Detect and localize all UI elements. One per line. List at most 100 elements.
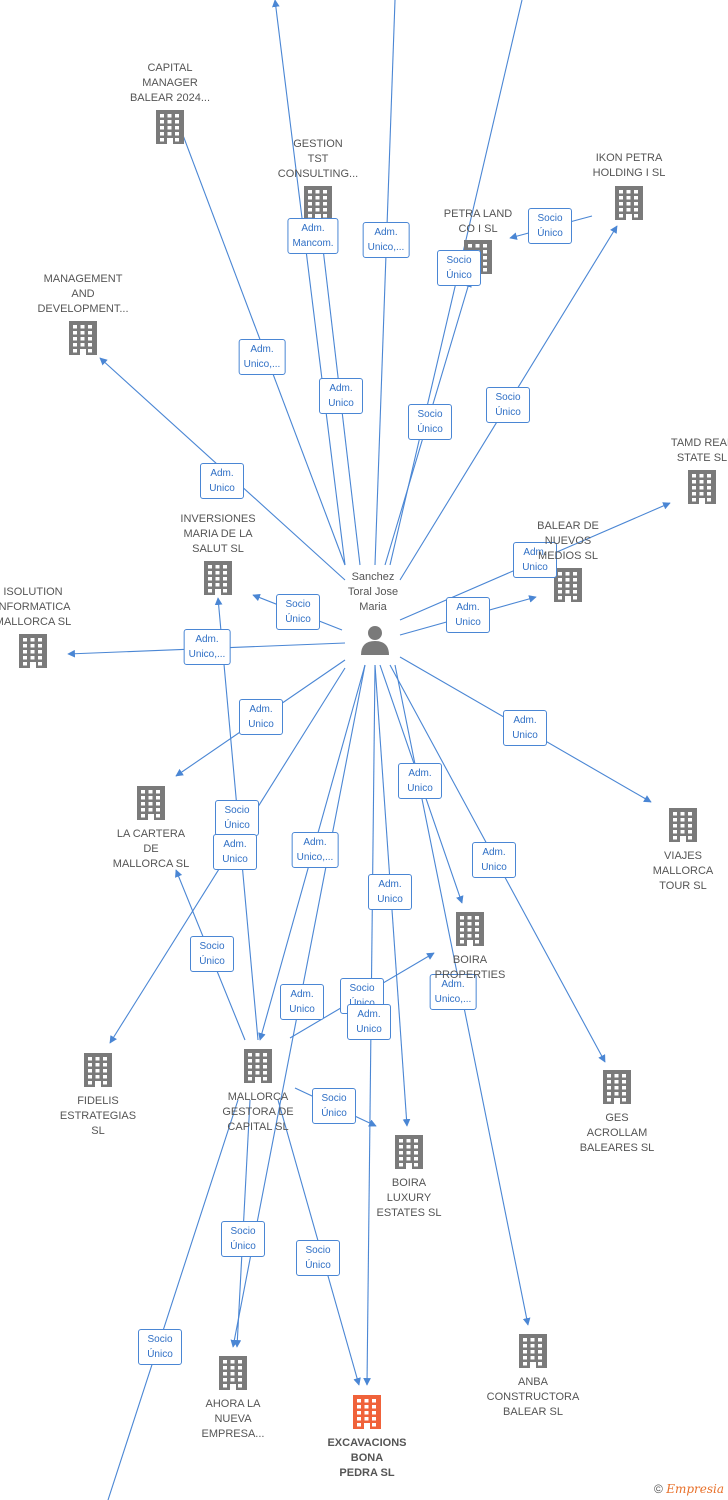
building-icon[interactable] — [353, 1395, 381, 1429]
company-label-line: ACROLLAM — [586, 1127, 648, 1139]
company-label-line: LUXURY — [386, 1192, 432, 1204]
edge-label[interactable]: Adm.Unico — [319, 378, 363, 414]
brand-logo[interactable]: Empresia — [666, 1482, 724, 1496]
edge-label-line: Adm. — [482, 847, 506, 858]
edge-label-line: Socio — [147, 1334, 173, 1345]
building-icon[interactable] — [156, 110, 184, 144]
edge-label[interactable]: Adm.Unico — [398, 763, 442, 799]
building-icon[interactable] — [615, 186, 643, 220]
edge-label[interactable]: Adm. Unico — [472, 842, 516, 878]
building-icon[interactable] — [688, 470, 716, 504]
edge-line — [272, 0, 346, 566]
building-icon[interactable] — [519, 1334, 547, 1368]
company-label-line: MALLORCA — [652, 865, 714, 877]
edge-label-line: Único — [285, 614, 311, 625]
building-icon[interactable] — [137, 786, 165, 820]
company-label-line: NUEVA — [214, 1413, 252, 1425]
company-label-line: TST — [307, 153, 329, 165]
company-label-line: INFORMATICA — [0, 601, 71, 613]
company-label-line: AHORA LA — [205, 1398, 261, 1410]
edge-label[interactable]: Adm.Unico — [446, 597, 490, 633]
edge-label-line: Unico — [289, 1004, 315, 1015]
company-label-line: GESTORA DE — [222, 1106, 294, 1118]
building-icon[interactable] — [19, 634, 47, 668]
edge-label[interactable]: Adm.Unico — [213, 834, 257, 870]
company-label-line: BALEAR DE — [537, 520, 599, 532]
edge-label[interactable]: Adm.Unico — [239, 699, 283, 735]
edge-label[interactable]: Adm.Unico,... — [291, 832, 339, 868]
building-icon[interactable] — [84, 1053, 112, 1087]
edge-label[interactable]: Adm.Unico — [200, 463, 244, 499]
edge-label-line: Único — [224, 820, 250, 831]
edge-label-line: Adm. — [249, 704, 273, 715]
building-icon[interactable] — [554, 568, 582, 602]
edge-label[interactable]: Adm.Unico — [513, 542, 557, 578]
building-icon[interactable] — [456, 912, 484, 946]
company-label-line: DEVELOPMENT... — [37, 303, 129, 315]
building-icon[interactable] — [69, 321, 97, 355]
company-label-line: TAMD REAL — [670, 437, 728, 449]
building-icon[interactable] — [669, 808, 697, 842]
edge-label[interactable]: Adm.Mancom. — [287, 218, 339, 254]
edge-label[interactable]: Adm.Unico — [368, 874, 412, 910]
edge-label[interactable]: Adm.Unico,... — [183, 629, 231, 665]
person-icon[interactable] — [361, 626, 389, 655]
edge-label-line: Mancom. — [292, 238, 334, 249]
company-label-line: INVERSIONES — [180, 513, 256, 525]
edge-label[interactable]: Adm.Unico,... — [429, 974, 477, 1010]
building-icon[interactable] — [219, 1356, 247, 1390]
building-icon[interactable] — [603, 1070, 631, 1104]
building-icon[interactable] — [244, 1049, 272, 1083]
edge-label[interactable]: Adm.Unico,... — [362, 222, 410, 258]
edge-label[interactable]: Adm.Unico,... — [238, 339, 286, 375]
edge-label-line: Socio — [285, 599, 311, 610]
building-icon[interactable] — [204, 561, 232, 595]
edge-label[interactable]: Adm.Unico — [347, 1004, 391, 1040]
company-label-line: BALEAR 2024... — [129, 92, 211, 104]
company-label-line: ISOLUTION — [3, 586, 63, 598]
building-icon[interactable] — [304, 186, 332, 220]
edge-label-line: Socio — [495, 392, 521, 403]
edge-label-line: Unico,... — [367, 242, 405, 253]
company-label-line: MANAGEMENT — [43, 273, 123, 285]
edge-label-line: Unico — [481, 862, 507, 873]
edge-label[interactable]: Adm.Unico — [280, 984, 324, 1020]
edge-label[interactable]: Adm.Unico — [503, 710, 547, 746]
building-icon[interactable] — [395, 1135, 423, 1169]
edge-label-line: Adm. — [523, 547, 547, 558]
edge-label-line: Socio — [417, 409, 443, 420]
edge-label-line: Socio — [199, 941, 225, 952]
company-label-line: BALEAR SL — [503, 1406, 563, 1418]
